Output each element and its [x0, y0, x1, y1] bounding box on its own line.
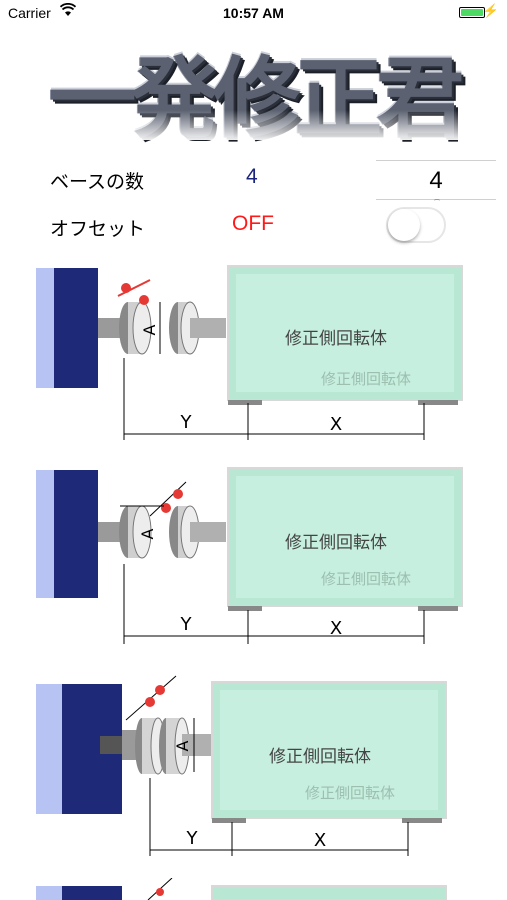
picker-next-row [434, 199, 440, 203]
body-label-reflection: 修正側回転体 [321, 570, 411, 588]
diagram-2: A 修正側回転体 修正側回転体 Y X [0, 460, 507, 650]
body-label-reflection: 修正側回転体 [305, 784, 395, 802]
dim-y-label: Y [180, 412, 193, 433]
logo-reflection [10, 110, 497, 140]
offset-value: OFF [232, 212, 274, 235]
dim-y-label: Y [186, 828, 199, 849]
dim-a-label: A [138, 528, 157, 539]
carrier-label: Carrier [8, 5, 51, 21]
base-count-value: 4 [246, 165, 258, 188]
base-count-label: ベースの数 [50, 171, 145, 193]
status-bar: Carrier 10:57 AM ⚡ [0, 0, 507, 26]
bolt-icon: ⚡ [482, 3, 499, 18]
body-label-reflection: 修正側回転体 [321, 370, 411, 388]
offset-label: オフセット [50, 218, 146, 240]
body-label: 修正側回転体 [285, 533, 387, 553]
diagram-3: A 修正側回転体 修正側回転体 Y X [0, 672, 507, 862]
app-logo: 一発修正君 [10, 22, 497, 150]
diagram-4-partial [0, 878, 507, 900]
base-count-row: ベースの数 4 [0, 158, 507, 198]
offset-toggle[interactable] [386, 207, 446, 243]
dim-x-label: X [330, 618, 342, 639]
body-label: 修正側回転体 [285, 329, 387, 349]
dim-x-label: X [330, 414, 342, 435]
dim-a-label: A [140, 324, 159, 335]
diagram-1: A 修正側回転体 修正側回転体 Y X [0, 258, 507, 448]
base-count-picker[interactable]: 4 [376, 160, 496, 200]
toggle-knob[interactable] [388, 209, 420, 241]
dim-a-label: A [173, 740, 192, 751]
clock: 10:57 AM [223, 5, 284, 21]
offset-row: オフセット OFF [0, 205, 507, 245]
dim-y-label: Y [180, 614, 193, 635]
dim-x-label: X [314, 830, 326, 851]
wifi-icon [59, 2, 77, 20]
battery-icon [459, 7, 485, 18]
body-label: 修正側回転体 [269, 747, 371, 767]
picker-selected-value[interactable]: 4 [429, 167, 443, 194]
